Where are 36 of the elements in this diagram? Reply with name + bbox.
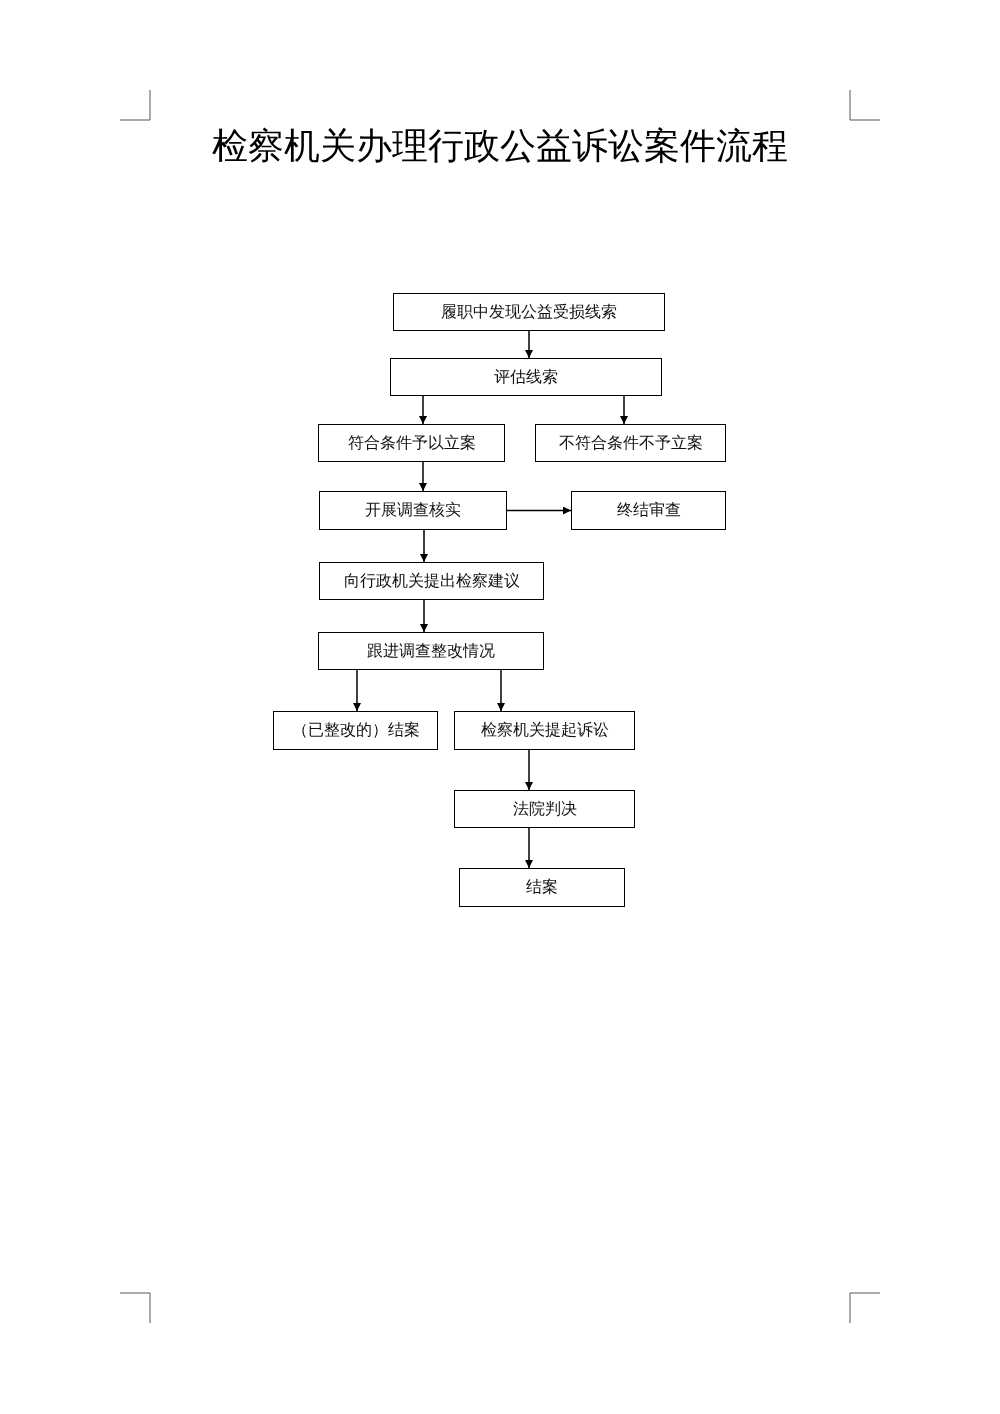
arrow <box>419 461 427 492</box>
box-label: 结案 <box>526 877 558 898</box>
arrow <box>353 669 361 712</box>
box-label: 终结审查 <box>616 500 681 521</box>
process-box <box>273 711 438 750</box>
process-box <box>319 562 544 600</box>
box-label: 履职中发现公益受损线索 <box>441 301 617 323</box>
process-box <box>571 491 726 530</box>
box-label: 评估线索 <box>494 366 558 388</box>
box-label: 符合条件予以立案 <box>347 432 476 454</box>
process-box <box>454 790 635 828</box>
box-label: 跟进调查整改情况 <box>367 640 495 662</box>
arrow <box>497 669 505 712</box>
arrow <box>525 330 533 359</box>
process-box <box>459 868 625 907</box>
process-box <box>318 632 544 670</box>
arrow <box>506 506 572 515</box>
title: 检察机关办理行政公益诉讼案件流程 <box>211 124 789 168</box>
process-box <box>390 358 662 396</box>
process-box <box>393 293 665 331</box>
box-label: 不符合条件不予立案 <box>558 432 703 454</box>
box-label: （已整改的）结案 <box>291 720 420 741</box>
process-box <box>535 424 726 462</box>
process-box <box>319 491 507 530</box>
box-label: 法院判决 <box>512 798 577 820</box>
arrow <box>420 599 428 633</box>
arrow <box>620 395 628 425</box>
arrow <box>420 529 428 563</box>
process-box <box>454 711 635 750</box>
process-box <box>318 424 505 462</box>
box-label: 检察机关提起诉讼 <box>480 720 609 741</box>
arrow <box>525 749 533 791</box>
arrow <box>525 827 533 869</box>
box-label: 向行政机关提出检察建议 <box>343 570 520 592</box>
box-label: 开展调查核实 <box>365 500 461 521</box>
arrow <box>419 395 427 425</box>
